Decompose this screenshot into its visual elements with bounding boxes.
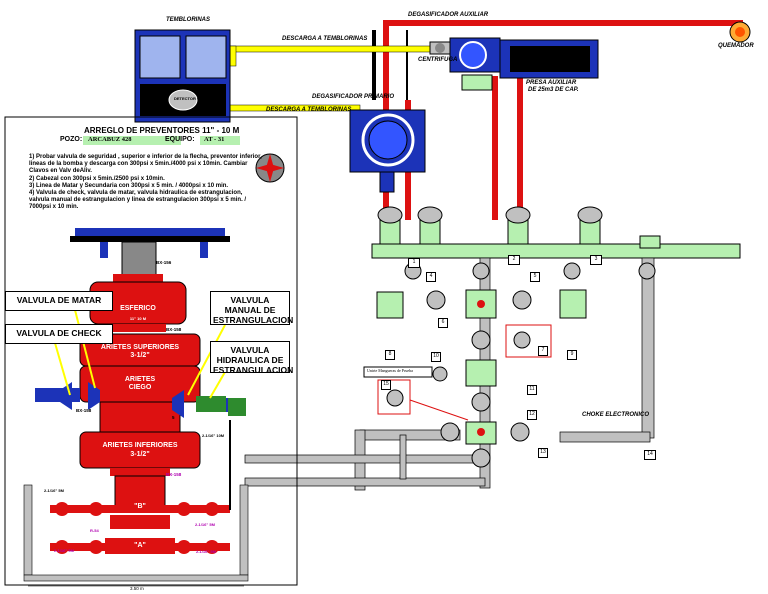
label-detector-gas: DETECTOR GAS <box>174 96 206 101</box>
blue-valves <box>60 382 184 418</box>
bop-stack <box>35 228 246 554</box>
drawing-frame <box>4 116 298 586</box>
choke-box: 14 <box>644 450 656 460</box>
label-num-5: 5 <box>172 415 175 420</box>
label-arietes-sup: ARIETES SUPERIORES <box>100 344 180 351</box>
choke-box: 12 <box>527 410 537 420</box>
equipo-label: EQUIPO: <box>165 136 195 143</box>
highlight-box <box>505 324 552 358</box>
label-bx158-1: BX-158 <box>166 327 182 332</box>
gray-pipes <box>244 257 655 491</box>
highlight-arrow <box>409 399 469 421</box>
choke-box: 2 <box>508 255 520 265</box>
label-size-a: 2-1/16" 10M <box>202 433 225 438</box>
label-presa-2: DE 25m3 DE CAP. <box>528 87 579 93</box>
label-flange: 13" 10M <box>132 531 148 536</box>
label-size-e: 2-1/16" 5M <box>196 549 216 554</box>
label-b: "B" <box>134 503 146 510</box>
label-r54: R-54 <box>90 528 99 533</box>
label-esferico-sub: 11" 10 M <box>129 316 147 321</box>
label-unirte-mangueras: Unirte Mangueras de Prueba <box>367 368 413 373</box>
cellar <box>23 484 249 582</box>
label-bx156: BX-156 <box>156 260 172 265</box>
label-arietes-ciego-1: ARIETES <box>124 376 156 383</box>
label-bx158-2: BX-158 <box>76 408 92 413</box>
top-valves <box>377 206 603 224</box>
choke-box: 10 <box>431 352 441 362</box>
pipe-yellow <box>229 45 431 112</box>
choke-box: 8 <box>385 350 395 360</box>
pozo-bg <box>83 136 181 145</box>
label-choke-electronico: CHOKE ELECTRONICO <box>582 412 650 418</box>
label-dimension: 3.50 m <box>130 586 144 591</box>
label-size-d: 2-1/16" 5M <box>54 548 74 553</box>
note-4: 4) Valvula de check, valvula de matar, v… <box>29 190 247 211</box>
label-temblorinas: TEMBLORINAS <box>166 17 210 23</box>
degasificador-auxiliar <box>449 37 599 91</box>
red-valves <box>55 502 219 554</box>
callout-valvula-matar: VALVULA DE MATAR <box>5 291 113 311</box>
choke-box: 5 <box>530 272 540 282</box>
callout-arrows <box>54 309 226 399</box>
label-presa-1: PRESA AUXILIAR <box>526 80 577 86</box>
label-descarga-2: DESCARGA A TEMBLORINAS <box>266 107 352 113</box>
callout-valvula-manual: VALVULA MANUAL DE ESTRANGULACION <box>210 291 293 325</box>
label-degasificador-auxiliar: DEGASIFICADOR AUXILIAR <box>408 12 489 18</box>
label-size-c: 2-1/16" 5M <box>195 522 215 527</box>
pozo-value: ARCABUZ 428 <box>88 136 132 143</box>
temblorinas-unit <box>134 29 231 123</box>
label-a: "A" <box>134 542 146 549</box>
callout-valvula-check: VALVULA DE CHECK <box>5 324 113 344</box>
label-arietes-ciego-2: CIEGO <box>128 384 152 391</box>
compass-icon <box>255 153 285 183</box>
choke-box: 11 <box>527 385 537 395</box>
unit-label-box <box>363 366 433 378</box>
label-degasificador-primario: DEGASIFICADOR PRIMARIO <box>312 94 395 100</box>
choke-box: 3 <box>590 255 602 265</box>
manifold-header <box>371 219 741 259</box>
pipe-black <box>372 30 408 100</box>
equipo-bg <box>200 136 240 145</box>
choke-box: 6 <box>438 318 448 328</box>
choke-box: 13 <box>538 448 548 458</box>
quemador-icon <box>729 21 751 43</box>
highlight-box <box>377 379 411 415</box>
choke-box: 15 <box>381 380 391 390</box>
label-centrifuga: CENTRIFUGA <box>418 57 458 63</box>
test-notes: 1) Probar valvula de seguridad , superio… <box>29 154 264 212</box>
label-bx158-3: BX-158 <box>166 472 182 477</box>
callout-valvula-hidraulica: VALVULA HIDRAULICA DE ESTRANGULACION <box>210 341 293 375</box>
note-3: 3) Linea de Matar y Secundaria con 300ps… <box>29 182 229 189</box>
centrifuga <box>429 41 451 55</box>
note-2: 2) Cabezal con 300psi x 5min./2500 psi x… <box>29 175 165 182</box>
choke-box: 1 <box>408 258 420 268</box>
equipo-value: AT - 31 <box>204 136 225 143</box>
label-quemador: QUEMADOR <box>718 43 754 49</box>
page-title: ARREGLO DE PREVENTORES 11" - 10 M <box>84 126 240 135</box>
choke-box: 4 <box>426 272 436 282</box>
degasificador-primario <box>349 109 426 193</box>
label-arietes-inf: ARIETES INFERIORES <box>102 442 178 449</box>
label-descarga-1: DESCARGA A TEMBLORINAS <box>282 36 368 42</box>
manifold-red-cores <box>477 300 485 436</box>
label-arietes-inf-size: 3-1/2" <box>130 451 150 458</box>
label-arietes-sup-size: 3-1/2" <box>130 352 150 359</box>
note-1: 1) Probar valvula de seguridad , superio… <box>29 154 262 175</box>
label-esferico: ESFERICO <box>120 305 156 312</box>
choke-box: 7 <box>538 346 548 356</box>
pozo-label: POZO: <box>60 136 83 143</box>
choke-box: 9 <box>567 350 577 360</box>
label-size-b: 2-1/16" 5M <box>44 488 64 493</box>
